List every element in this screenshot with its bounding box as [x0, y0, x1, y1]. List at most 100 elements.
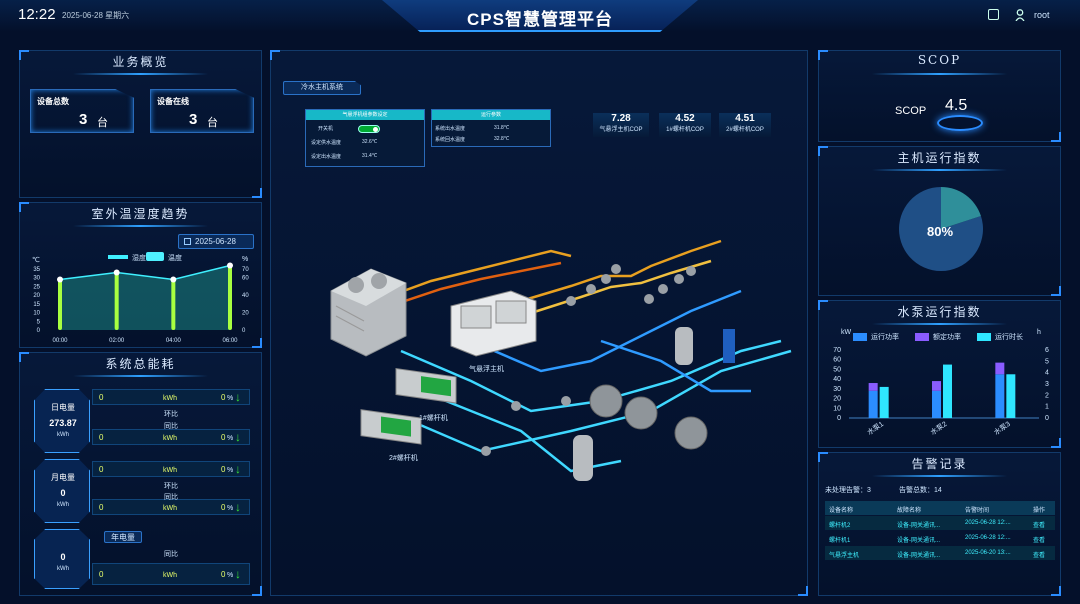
- energy-row-3: 0 kWh 0 % ↓: [92, 461, 250, 477]
- supply-temp-value[interactable]: 32.6℃: [362, 139, 378, 145]
- col-action: 操作: [1033, 508, 1046, 514]
- tanks: [573, 327, 735, 481]
- alarm-fault: 设备-网关通讯...: [897, 538, 940, 544]
- col-device: 设备名称: [829, 508, 854, 514]
- energy-row-3-unit: kWh: [163, 467, 177, 474]
- scop-value: 4.5: [945, 97, 968, 114]
- energy-row-2-unit: kWh: [163, 435, 177, 442]
- energy-row-5-label: 同比: [164, 551, 178, 558]
- label-screw2[interactable]: 2#螺杆机: [389, 455, 418, 462]
- y2-tick-label: 1: [1045, 404, 1049, 411]
- view-link[interactable]: 查看: [1033, 553, 1046, 559]
- device-online-value: 3: [189, 111, 198, 128]
- energy-row-1-pu: %: [227, 395, 234, 402]
- power-toggle[interactable]: [358, 125, 380, 133]
- bar-rated: [932, 381, 941, 391]
- energy-row-2-pu: %: [227, 435, 234, 442]
- unhandled-count: 未处理告警：3: [825, 485, 871, 495]
- humidity-point: [113, 269, 120, 276]
- tab-chiller-system[interactable]: 冷水主机系统: [283, 81, 361, 95]
- run-param-title: 运行参数: [432, 110, 550, 120]
- y-tick-label: 40: [833, 376, 841, 383]
- weather-left-unit: ℃: [32, 257, 40, 264]
- col-time: 告警时间: [965, 508, 990, 514]
- legend-humidity-label: 湿度: [132, 255, 146, 262]
- user-icon[interactable]: [1015, 8, 1025, 22]
- bar-power: [932, 390, 941, 418]
- humidity-point: [227, 262, 233, 269]
- x-tick-label: 04:00: [166, 338, 182, 344]
- x-tick-label: 00:00: [52, 338, 68, 344]
- y2-tick-label: 40: [242, 293, 249, 299]
- alarm-device: 螺杆机2: [829, 523, 851, 529]
- y2-tick-label: 6: [1045, 347, 1049, 354]
- y2-tick-label: 70: [242, 267, 249, 273]
- energy-row-4-value: 0: [99, 503, 104, 512]
- y2-tick-label: 20: [242, 311, 249, 317]
- username[interactable]: root: [1034, 10, 1050, 20]
- weather-title: 室外温湿度趋势: [20, 205, 261, 227]
- cooling-tower: [330, 268, 407, 357]
- system-return-label: 系统回水温度: [435, 137, 466, 143]
- save-icon[interactable]: [988, 9, 999, 20]
- bar-power: [868, 390, 878, 418]
- y-tick-label: 10: [833, 405, 841, 412]
- year-energy-label: 年电量: [104, 531, 142, 543]
- alarm-time: 2025-06-28 12:...: [965, 535, 1011, 541]
- host-panel: 主机运行指数 80%: [818, 146, 1061, 296]
- energy-row-5-pu: %: [227, 572, 234, 579]
- table-row[interactable]: 螺杆机1 设备-网关通讯... 2025-06-28 12:... 查看: [825, 531, 1055, 545]
- system-panel: 冷水主机系统 气悬浮机组参数设定 开关机 设定供水温度 32.6℃ 设定出水温度…: [270, 50, 808, 596]
- y2-tick-label: 60: [242, 276, 249, 282]
- bar-rated: [868, 383, 878, 391]
- down-arrow-icon: ↓: [235, 390, 241, 404]
- date-picker-value: 2025-06-28: [195, 237, 236, 246]
- cooling-fans: [589, 384, 708, 450]
- view-link[interactable]: 查看: [1033, 523, 1046, 529]
- table-row[interactable]: 气悬浮主机 设备-网关通讯... 2025-06-20 13:... 查看: [825, 546, 1055, 560]
- x-tick-label: 水泵1: [865, 419, 885, 437]
- cop-screw2-value: 4.51: [735, 113, 755, 124]
- device-online-card: 设备在线 3 台: [150, 89, 254, 133]
- outlet-temp-value[interactable]: 31.4℃: [362, 153, 378, 159]
- y-tick-label: 15: [33, 302, 40, 308]
- business-panel: 业务概览 设备总数 3 台 设备在线 3 台: [19, 50, 262, 198]
- business-title: 业务概览: [20, 53, 261, 75]
- pump-legend-hours: [977, 333, 991, 341]
- energy-row-4-unit: kWh: [163, 505, 177, 512]
- y-tick-label: 20: [33, 293, 40, 299]
- temperature-bar: [228, 265, 232, 330]
- total-value: 14: [934, 487, 942, 494]
- screw-chiller-1: [395, 367, 457, 404]
- bar-hours: [1006, 374, 1016, 418]
- date-picker[interactable]: 2025-06-28: [178, 234, 254, 249]
- screw-chiller-2: [360, 409, 422, 445]
- pump-left-unit: kW: [841, 329, 852, 336]
- device-total-label: 设备总数: [37, 97, 69, 106]
- energy-row-1-label: 环比: [164, 411, 178, 418]
- label-mag-chiller[interactable]: 气悬浮主机: [469, 366, 504, 373]
- pump-legend-power-label: 运行功率: [871, 334, 899, 341]
- cop-mag: 7.28 气悬浮主机COP: [593, 113, 649, 137]
- label-screw1[interactable]: 1#螺杆机: [419, 415, 448, 422]
- header-date: 2025-06-28 星期六: [62, 11, 130, 20]
- year-energy-badge: 0 kWh: [34, 529, 90, 589]
- energy-row-4-pu: %: [227, 505, 234, 512]
- day-energy-label: 日电量: [51, 403, 75, 412]
- day-energy-unit: kWh: [57, 432, 69, 438]
- energy-row-3-value: 0: [99, 465, 104, 474]
- unhandled-label: 未处理告警：: [825, 487, 867, 494]
- y2-tick-label: 0: [1045, 415, 1049, 422]
- y-tick-label: 70: [833, 347, 841, 354]
- y-tick-label: 10: [33, 311, 40, 317]
- pump-right-unit: h: [1037, 329, 1041, 336]
- y2-tick-label: 2: [1045, 392, 1049, 399]
- energy-row-5-value: 0: [99, 570, 104, 579]
- view-link[interactable]: 查看: [1033, 538, 1046, 544]
- pump-legend-rated-label: 额定功率: [933, 334, 961, 341]
- month-energy-value: 0: [60, 488, 66, 498]
- y-tick-label: 0: [37, 328, 41, 334]
- pie-slice: [941, 187, 981, 229]
- table-row[interactable]: 螺杆机2 设备-网关通讯... 2025-06-28 12:... 查看: [825, 516, 1055, 530]
